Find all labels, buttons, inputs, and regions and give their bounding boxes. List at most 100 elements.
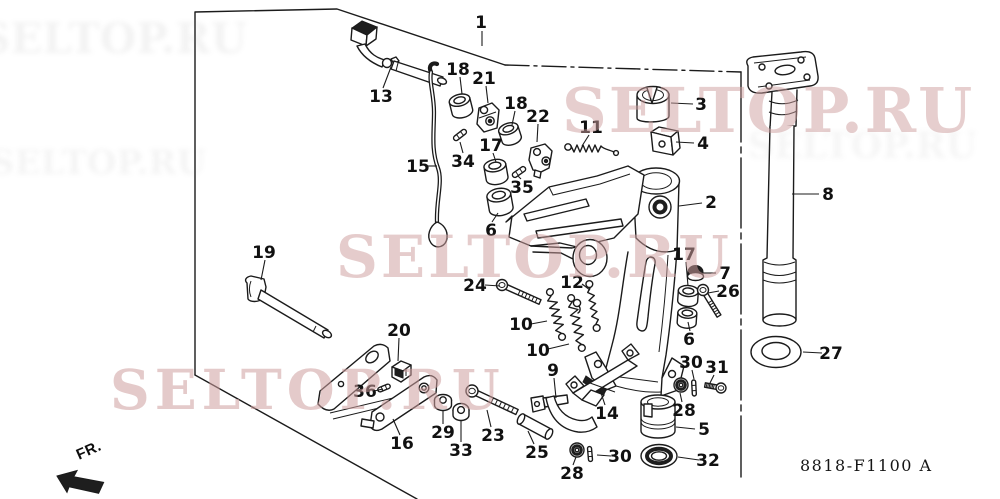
- part-21-clevis: [476, 102, 500, 133]
- callout-28: 28: [672, 401, 696, 421]
- callout-leader-11: [581, 134, 590, 147]
- part-20-lock-piece: [391, 360, 412, 383]
- callout-leader-9: [553, 377, 557, 399]
- callout-leader-18: [459, 76, 463, 95]
- part-33-nut: [452, 402, 470, 422]
- callout-leader-31: [709, 374, 715, 384]
- callout-leader-30: [691, 369, 695, 380]
- callout-leader-30: [596, 454, 612, 457]
- callout-4: 4: [697, 134, 709, 154]
- callout-leader-34: [459, 141, 464, 154]
- callout-6: 6: [485, 221, 497, 241]
- callout-leader-16: [392, 418, 401, 436]
- callout-leader-17: [685, 261, 689, 287]
- part-16-link-arms: [317, 343, 438, 432]
- callout-12: 12: [560, 273, 584, 293]
- callout-33: 33: [449, 441, 473, 461]
- part-5-bushing: [640, 394, 676, 439]
- callout-30: 30: [679, 353, 703, 373]
- part-18-bushing-a: [448, 93, 474, 119]
- part-6-bushing-a: [486, 187, 514, 217]
- callout-18: 18: [504, 94, 528, 114]
- callout-9: 9: [547, 361, 559, 381]
- callout-5: 5: [698, 420, 710, 440]
- front-direction-arrow: [56, 469, 105, 494]
- part-8-swivel-shaft: [746, 50, 819, 327]
- callout-3: 3: [695, 95, 707, 115]
- part-31-bolt: [703, 382, 727, 394]
- callout-20: 20: [387, 321, 411, 341]
- generated-parts: [377, 93, 727, 463]
- part-7-cap-nut: [686, 265, 705, 282]
- part-17-bushing-b: [676, 284, 700, 308]
- part-35-pin: [511, 165, 527, 179]
- callout-leader-19: [260, 259, 266, 281]
- callout-28: 28: [560, 464, 584, 484]
- callout-14: 14: [595, 404, 619, 424]
- part-3-split-bushing: [636, 85, 670, 123]
- callout-leader-28: [679, 392, 683, 403]
- callout-15: 15: [406, 157, 430, 177]
- callout-19: 19: [252, 243, 276, 263]
- callout-21: 21: [472, 69, 496, 89]
- callout-1: 1: [475, 13, 487, 33]
- callout-8: 8: [822, 185, 834, 205]
- callout-leader-10: [530, 320, 548, 325]
- callout-26: 26: [716, 282, 740, 302]
- callout-leader-36: [373, 388, 384, 392]
- part-19-pivot-pin: [244, 275, 333, 339]
- part-36-pin: [377, 383, 391, 393]
- callout-leader-13: [382, 66, 392, 89]
- callout-leader-6: [491, 212, 499, 223]
- callout-35: 35: [510, 178, 534, 198]
- part-26-bolt: [696, 283, 722, 318]
- part-15-link-rod: [427, 61, 448, 248]
- callout-24: 24: [463, 276, 487, 296]
- part-spring-hook: [572, 298, 582, 314]
- callout-leader-32: [677, 456, 700, 461]
- callout-leader-18: [511, 110, 516, 126]
- callout-13: 13: [369, 87, 393, 107]
- callout-leader-24: [484, 284, 501, 287]
- callout-22: 22: [526, 107, 550, 127]
- part-6-bushing-b: [676, 307, 698, 329]
- callout-25: 25: [525, 443, 549, 463]
- part-34-pin: [452, 128, 468, 142]
- callout-leader-35: [517, 175, 522, 180]
- callout-leader-28: [572, 456, 577, 466]
- callout-leader-25: [527, 430, 535, 445]
- callout-23: 23: [481, 426, 505, 446]
- callout-30: 30: [608, 447, 632, 467]
- callout-6: 6: [683, 330, 695, 350]
- frame-border: [194, 8, 742, 499]
- part-10-spring-a: [545, 288, 567, 341]
- part-13-lever: [350, 20, 448, 87]
- callout-leader-26: [707, 290, 720, 294]
- callout-34: 34: [451, 152, 475, 172]
- callout-17: 17: [479, 136, 503, 156]
- part-14-bracket: [565, 343, 640, 407]
- part-25-spacer: [516, 413, 554, 440]
- part-23-bolt: [465, 384, 519, 416]
- callout-18: 18: [446, 60, 470, 80]
- part-18-bushing-b: [497, 121, 523, 147]
- part-27-washer: [750, 335, 802, 369]
- part-4-block: [650, 126, 681, 156]
- callout-leader-10: [547, 343, 570, 350]
- callout-leader-2: [678, 202, 703, 207]
- part-2-swivel-case: [505, 165, 685, 397]
- part-11-spring: [564, 143, 620, 157]
- callout-leader-27: [802, 351, 823, 354]
- callout-27: 27: [819, 344, 843, 364]
- part-9-clamp: [530, 394, 598, 433]
- part-28-grommet-b: [673, 377, 689, 393]
- callout-17: 17: [672, 245, 696, 265]
- callout-10: 10: [526, 341, 550, 361]
- callout-leader-12: [581, 283, 591, 291]
- callout-leader-20: [397, 337, 400, 362]
- callout-leader-22: [536, 123, 539, 143]
- callout-layer: 1234566789101011121314151617171818192021…: [252, 13, 843, 484]
- callout-2: 2: [705, 193, 717, 213]
- callout-leader-4: [675, 141, 695, 144]
